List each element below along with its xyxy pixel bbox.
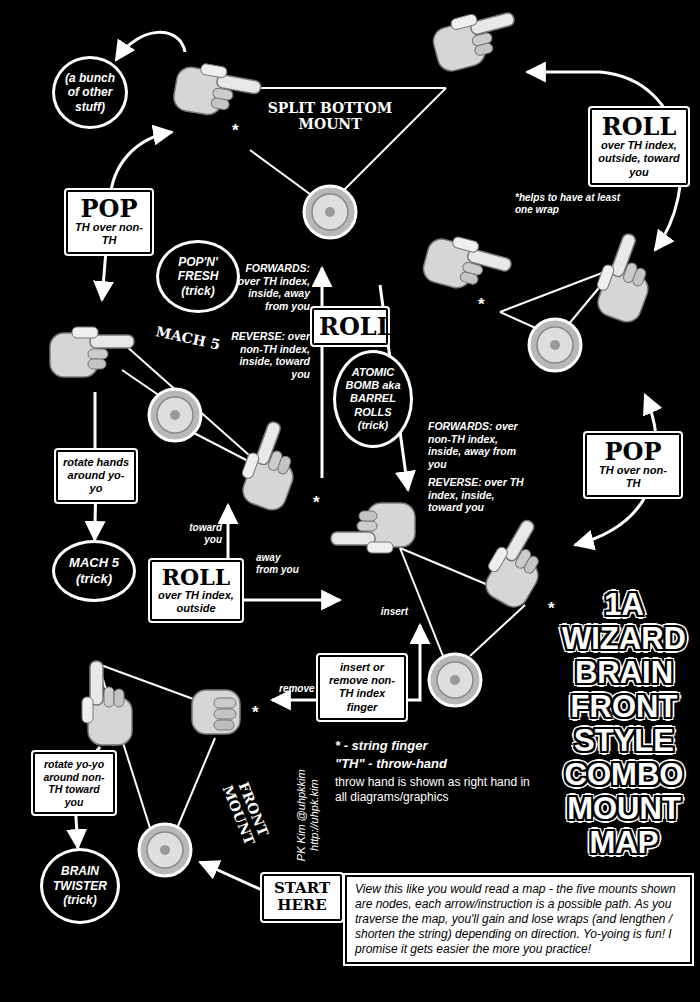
direction-text: insert xyxy=(372,606,408,618)
path-arrow xyxy=(527,72,681,250)
hand xyxy=(172,59,263,123)
node-heading: BRAIN TWISTER (trick) xyxy=(51,864,109,907)
direction-text: remove xyxy=(279,683,317,695)
action-box: ROLL xyxy=(312,308,388,345)
node-heading: ROLL xyxy=(597,114,681,139)
yo-yo xyxy=(429,654,481,706)
connector xyxy=(76,814,78,848)
node-heading: ATOMIC BOMB aka BARREL ROLLS (trick) xyxy=(344,366,402,432)
node-heading: POP xyxy=(592,439,674,464)
string-finger-mark: * xyxy=(313,494,327,511)
trick-oval: MACH 5 (trick) xyxy=(52,540,136,602)
mount-name: MACH 5 xyxy=(147,322,229,354)
other-oval: (a bunch of other stuff) xyxy=(52,56,128,129)
mount-name: FRONT MOUNT xyxy=(210,755,281,869)
hand xyxy=(82,661,132,745)
key-text: * - string finger xyxy=(335,738,545,754)
instruction-text: REVERSE: over TH index, inside, toward y… xyxy=(428,476,528,514)
instruction-text: FORWARDS: over TH index, inside, away fr… xyxy=(226,262,310,312)
direction-text: toward you xyxy=(176,522,222,546)
node-detail: over TH index, outside xyxy=(157,589,235,615)
hand xyxy=(588,230,664,326)
node-detail: over TH index, outside, toward you xyxy=(597,139,681,179)
key-text: throw hand is shown as right hand in all… xyxy=(335,775,535,805)
yo-yo xyxy=(304,186,356,238)
connector xyxy=(93,502,97,540)
path-arrow xyxy=(321,268,324,478)
path-line xyxy=(94,392,97,450)
hand xyxy=(476,514,561,612)
note-text: *helps to have at least one wrap xyxy=(515,192,633,216)
start-box: START HERE xyxy=(262,874,342,921)
string xyxy=(250,150,318,200)
string-finger-mark: * xyxy=(478,296,492,313)
string xyxy=(192,432,250,462)
fist xyxy=(192,690,240,734)
map-title: 1A WIZARD BRAIN FRONT STYLE COMBO MOUNT … xyxy=(553,588,695,860)
node-heading: insert or remove non-TH index finger xyxy=(325,661,399,714)
yo-yo xyxy=(149,389,201,441)
string xyxy=(470,605,525,656)
action-box: ROLLover TH index, outside, toward you xyxy=(590,108,688,185)
yo-yo xyxy=(529,319,581,371)
string xyxy=(258,87,446,89)
string xyxy=(400,548,500,590)
path-arrow xyxy=(200,862,262,890)
node-detail: TH over non-TH xyxy=(73,221,145,247)
hand xyxy=(233,418,309,514)
string xyxy=(125,345,250,456)
instruction-box: rotate yo-yo around non-TH toward you xyxy=(33,752,115,814)
credits: PK Kim @uhpkkim http://uhpk.kim xyxy=(295,767,321,863)
node-heading: START HERE xyxy=(269,880,335,915)
action-box: POPTH over non-TH xyxy=(585,433,681,497)
action-box: POPTH over non-TH xyxy=(66,190,152,254)
hand xyxy=(420,230,514,300)
node-heading: rotate yo-yo around non-TH toward you xyxy=(40,758,108,808)
yo-yo xyxy=(139,824,191,876)
string xyxy=(178,738,215,826)
path-arrow xyxy=(228,505,340,600)
hand xyxy=(50,327,134,377)
node-heading: MACH 5 (trick) xyxy=(63,555,125,586)
string xyxy=(122,370,160,396)
node-heading: View this like you would read a map - th… xyxy=(355,882,682,957)
hand xyxy=(429,4,523,74)
instruction-text: REVERSE: over non-TH index, inside, towa… xyxy=(226,330,310,380)
action-box: ROLLover TH index, outside xyxy=(150,560,242,621)
trick-oval: POP'N' FRESH (trick) xyxy=(156,240,240,313)
node-heading: (a bunch of other stuff) xyxy=(63,71,117,114)
trick-oval: ATOMIC BOMB aka BARREL ROLLS (trick) xyxy=(333,350,413,448)
string-finger-mark: * xyxy=(548,600,562,617)
node-heading: POP xyxy=(73,196,145,221)
hand xyxy=(331,503,415,553)
string-finger-mark: * xyxy=(232,122,246,139)
node-heading: ROLL xyxy=(319,314,381,339)
instruction-text: FORWARDS: over non-TH index, inside, awa… xyxy=(428,420,526,470)
string-finger-mark: * xyxy=(252,704,266,721)
node-heading: POP'N' FRESH (trick) xyxy=(167,255,229,298)
trick-oval: BRAIN TWISTER (trick) xyxy=(40,848,120,924)
node-heading: ROLL xyxy=(157,566,235,589)
node-detail: TH over non-TH xyxy=(592,464,674,490)
node-heading: rotate hands around yo-yo xyxy=(63,456,129,496)
direction-text: away from you xyxy=(256,552,302,576)
key-text: "TH" - throw-hand xyxy=(335,756,545,772)
instruction-box: rotate hands around yo-yo xyxy=(56,450,136,502)
mount-name: SPLIT BOTTOM MOUNT xyxy=(265,100,395,132)
instruction-box: insert or remove non-TH index finger xyxy=(318,655,406,720)
path-arrow xyxy=(116,32,185,60)
note-box: View this like you would read a map - th… xyxy=(345,875,692,964)
